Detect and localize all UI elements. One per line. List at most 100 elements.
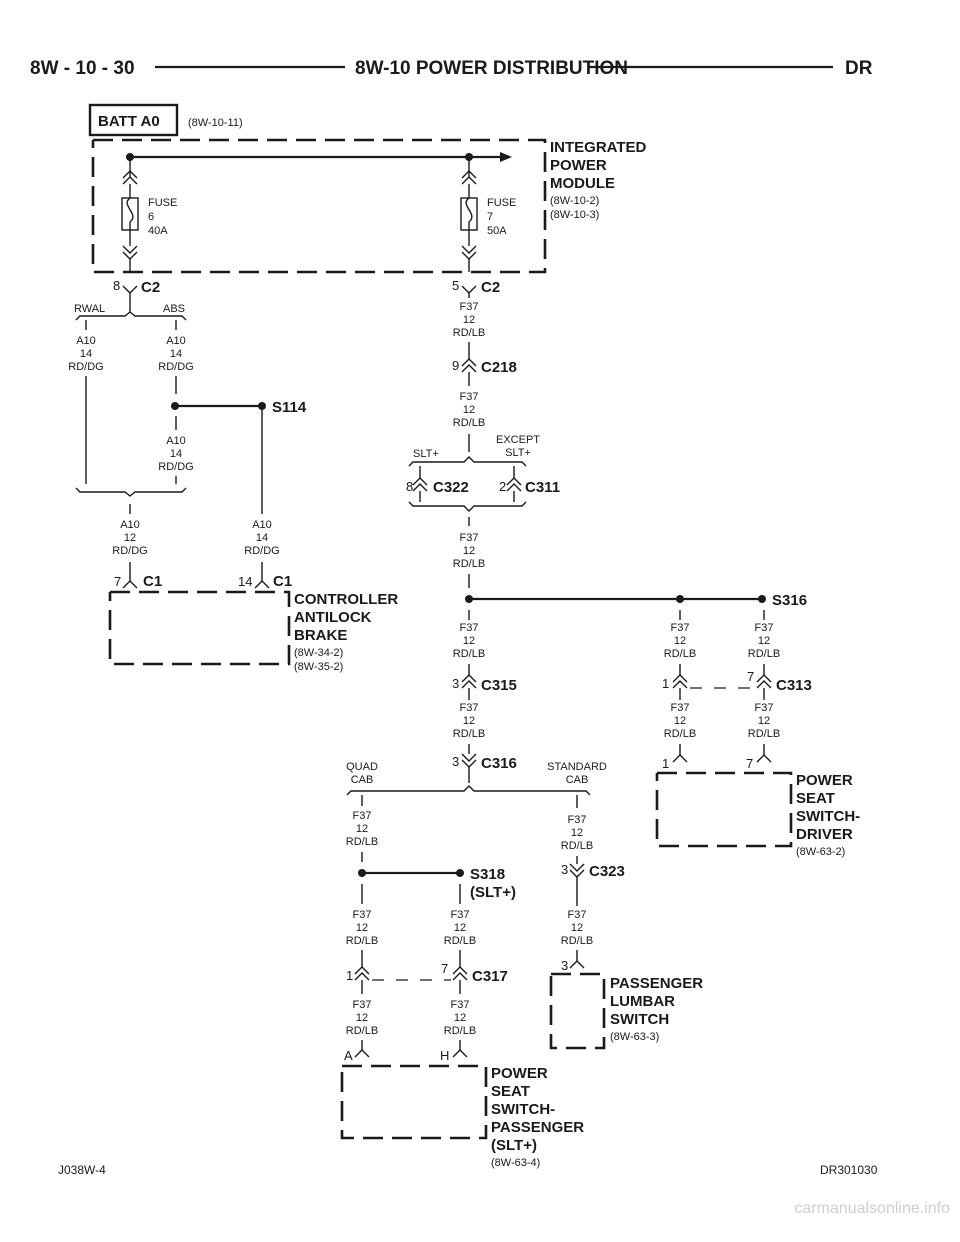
c2-right-label: C2 <box>481 279 500 296</box>
header-title: 8W-10 POWER DISTRIBUTION <box>355 58 628 79</box>
c315-pin3-number: 3 <box>452 676 459 691</box>
f37-seg1-gauge: 12 <box>463 314 475 326</box>
batt-a0-ref: (8W-10-11) <box>188 117 243 129</box>
f37-seg2-gauge: 12 <box>463 404 475 416</box>
qh2-color: RD/LB <box>444 1025 476 1037</box>
passenger-lumbar-switch: PASSENGER LUMBAR SWITCH (8W-63-3) <box>549 972 703 1050</box>
lumbar-label-3: SWITCH <box>610 1011 669 1028</box>
cab-label-2: ANTILOCK <box>294 609 372 626</box>
rwal-wire-circuit: A10 <box>76 335 96 347</box>
pass-pinA-terminal <box>354 1049 370 1058</box>
drv-pin1-number: 1 <box>662 756 669 771</box>
c322-connector <box>412 477 428 492</box>
rwal-abs-bracket <box>75 311 187 321</box>
drv-switch-outline <box>655 771 793 848</box>
f37-seg1-color: RD/LB <box>453 327 485 339</box>
drv7b-gauge: 12 <box>758 715 770 727</box>
std-circuit: F37 <box>568 814 587 826</box>
center-trunk-f37: 5 C2 F37 12 RD/LB 9 C218 F37 12 RD/LB SL… <box>346 278 807 796</box>
qh2-gauge: 12 <box>454 1012 466 1024</box>
s316-node-mid <box>676 595 684 603</box>
std2-gauge: 12 <box>571 922 583 934</box>
fuse6-connector-bottom <box>122 245 138 260</box>
fuse7-connector-top <box>461 170 477 185</box>
page-footer: J038W-4 DR301030 <box>58 1163 878 1177</box>
ipm-label-2: POWER <box>550 157 607 174</box>
c317-pin7-number: 7 <box>441 961 448 976</box>
s114-right-gauge: 14 <box>256 532 268 544</box>
c315-connector <box>461 674 477 689</box>
option-quad-2: CAB <box>351 774 374 786</box>
integrated-power-module: FUSE 6 40A FUSE 7 50A INTEGRATED POWER M… <box>91 138 647 274</box>
batt-a0-label: BATT A0 <box>98 113 160 130</box>
cab-label-1: CONTROLLER <box>294 591 398 608</box>
lumbar-ref: (8W-63-3) <box>610 1031 659 1043</box>
fuse6-connector-top <box>122 170 138 185</box>
quad-color: RD/LB <box>346 836 378 848</box>
pass-pinH-terminal <box>452 1049 468 1058</box>
drv7-circuit: F37 <box>755 622 774 634</box>
c317-label: C317 <box>472 968 508 985</box>
slt-merge-bracket <box>408 501 527 512</box>
c2-pin5-connector <box>461 285 477 294</box>
f37-seg3-gauge: 12 <box>463 545 475 557</box>
a10-merged-circuit: A10 <box>120 519 140 531</box>
option-rwal: RWAL <box>74 303 105 315</box>
drv-pin1-terminal <box>672 754 688 763</box>
s114-wire-gauge: 14 <box>170 448 182 460</box>
pass-switch-label-5: (SLT+) <box>491 1137 537 1154</box>
lumbar-pin3-number: 3 <box>561 958 568 973</box>
c1-left-label: C1 <box>143 573 162 590</box>
c2-left-label: C2 <box>141 279 160 296</box>
s318-label: S318 <box>470 866 505 883</box>
qa2-circuit: F37 <box>353 999 372 1011</box>
s114-right-circuit: A10 <box>252 519 272 531</box>
c323-connector <box>569 863 585 878</box>
c316-pin3-number: 3 <box>452 754 459 769</box>
f37-seg4-color: RD/LB <box>453 648 485 660</box>
cab-outline <box>108 590 291 666</box>
s318-label-sub: (SLT+) <box>470 884 516 901</box>
cab-ref-1: (8W-34-2) <box>294 647 343 659</box>
abs-wire-color: RD/DG <box>158 361 193 373</box>
f37-seg2-circuit: F37 <box>460 391 479 403</box>
battery-source: BATT A0 (8W-10-11) <box>88 103 243 137</box>
quad-gauge: 12 <box>356 823 368 835</box>
c322-pin8-number: 8 <box>406 479 413 494</box>
c218-pin9-number: 9 <box>452 358 459 373</box>
drv7-color: RD/LB <box>748 648 780 660</box>
pass-pinA-label: A <box>344 1048 353 1063</box>
fuse6-label-3: 40A <box>148 225 168 237</box>
fuse7-label-2: 7 <box>487 211 493 223</box>
drv-switch-label-2: SEAT <box>796 790 835 807</box>
s114-wire-color: RD/DG <box>158 461 193 473</box>
ipm-ref-1: (8W-10-2) <box>550 195 599 207</box>
drv-pin7-terminal <box>756 754 772 763</box>
s114-right-color: RD/DG <box>244 545 279 557</box>
option-standard-1: STANDARD <box>547 761 607 773</box>
ipm-outline <box>91 138 547 274</box>
c218-connector <box>461 358 477 373</box>
drv1-gauge: 12 <box>674 635 686 647</box>
c323-pin3-number: 3 <box>561 862 568 877</box>
f37-seg4-gauge: 12 <box>463 635 475 647</box>
fuse6-element <box>126 197 134 230</box>
std2-color: RD/LB <box>561 935 593 947</box>
f37-seg5-circuit: F37 <box>460 702 479 714</box>
option-quad-1: QUAD <box>346 761 378 773</box>
c315-label: C315 <box>481 677 517 694</box>
pass-switch-label-4: PASSENGER <box>491 1119 584 1136</box>
ipm-bus-arrow <box>500 152 512 162</box>
drv-switch-label-1: POWER <box>796 772 853 789</box>
quad-cab-branch: F37 12 RD/LB S318 (SLT+) F37 12 RD/LB F3… <box>344 795 516 1063</box>
c1-pin14-connector <box>254 580 270 589</box>
c1-pin7-connector <box>122 580 138 589</box>
right-branch-driver: F37 12 RD/LB F37 12 RD/LB 1 7 C313 F37 1… <box>662 610 812 771</box>
qa-circuit: F37 <box>353 909 372 921</box>
c311-pin2-number: 2 <box>499 479 506 494</box>
ipm-ref-2: (8W-10-3) <box>550 209 599 221</box>
page-header: 8W - 10 - 30 8W-10 POWER DISTRIBUTION DR <box>30 58 873 79</box>
option-slt: SLT+ <box>413 448 439 460</box>
fuse6-label-1: FUSE <box>148 197 177 209</box>
